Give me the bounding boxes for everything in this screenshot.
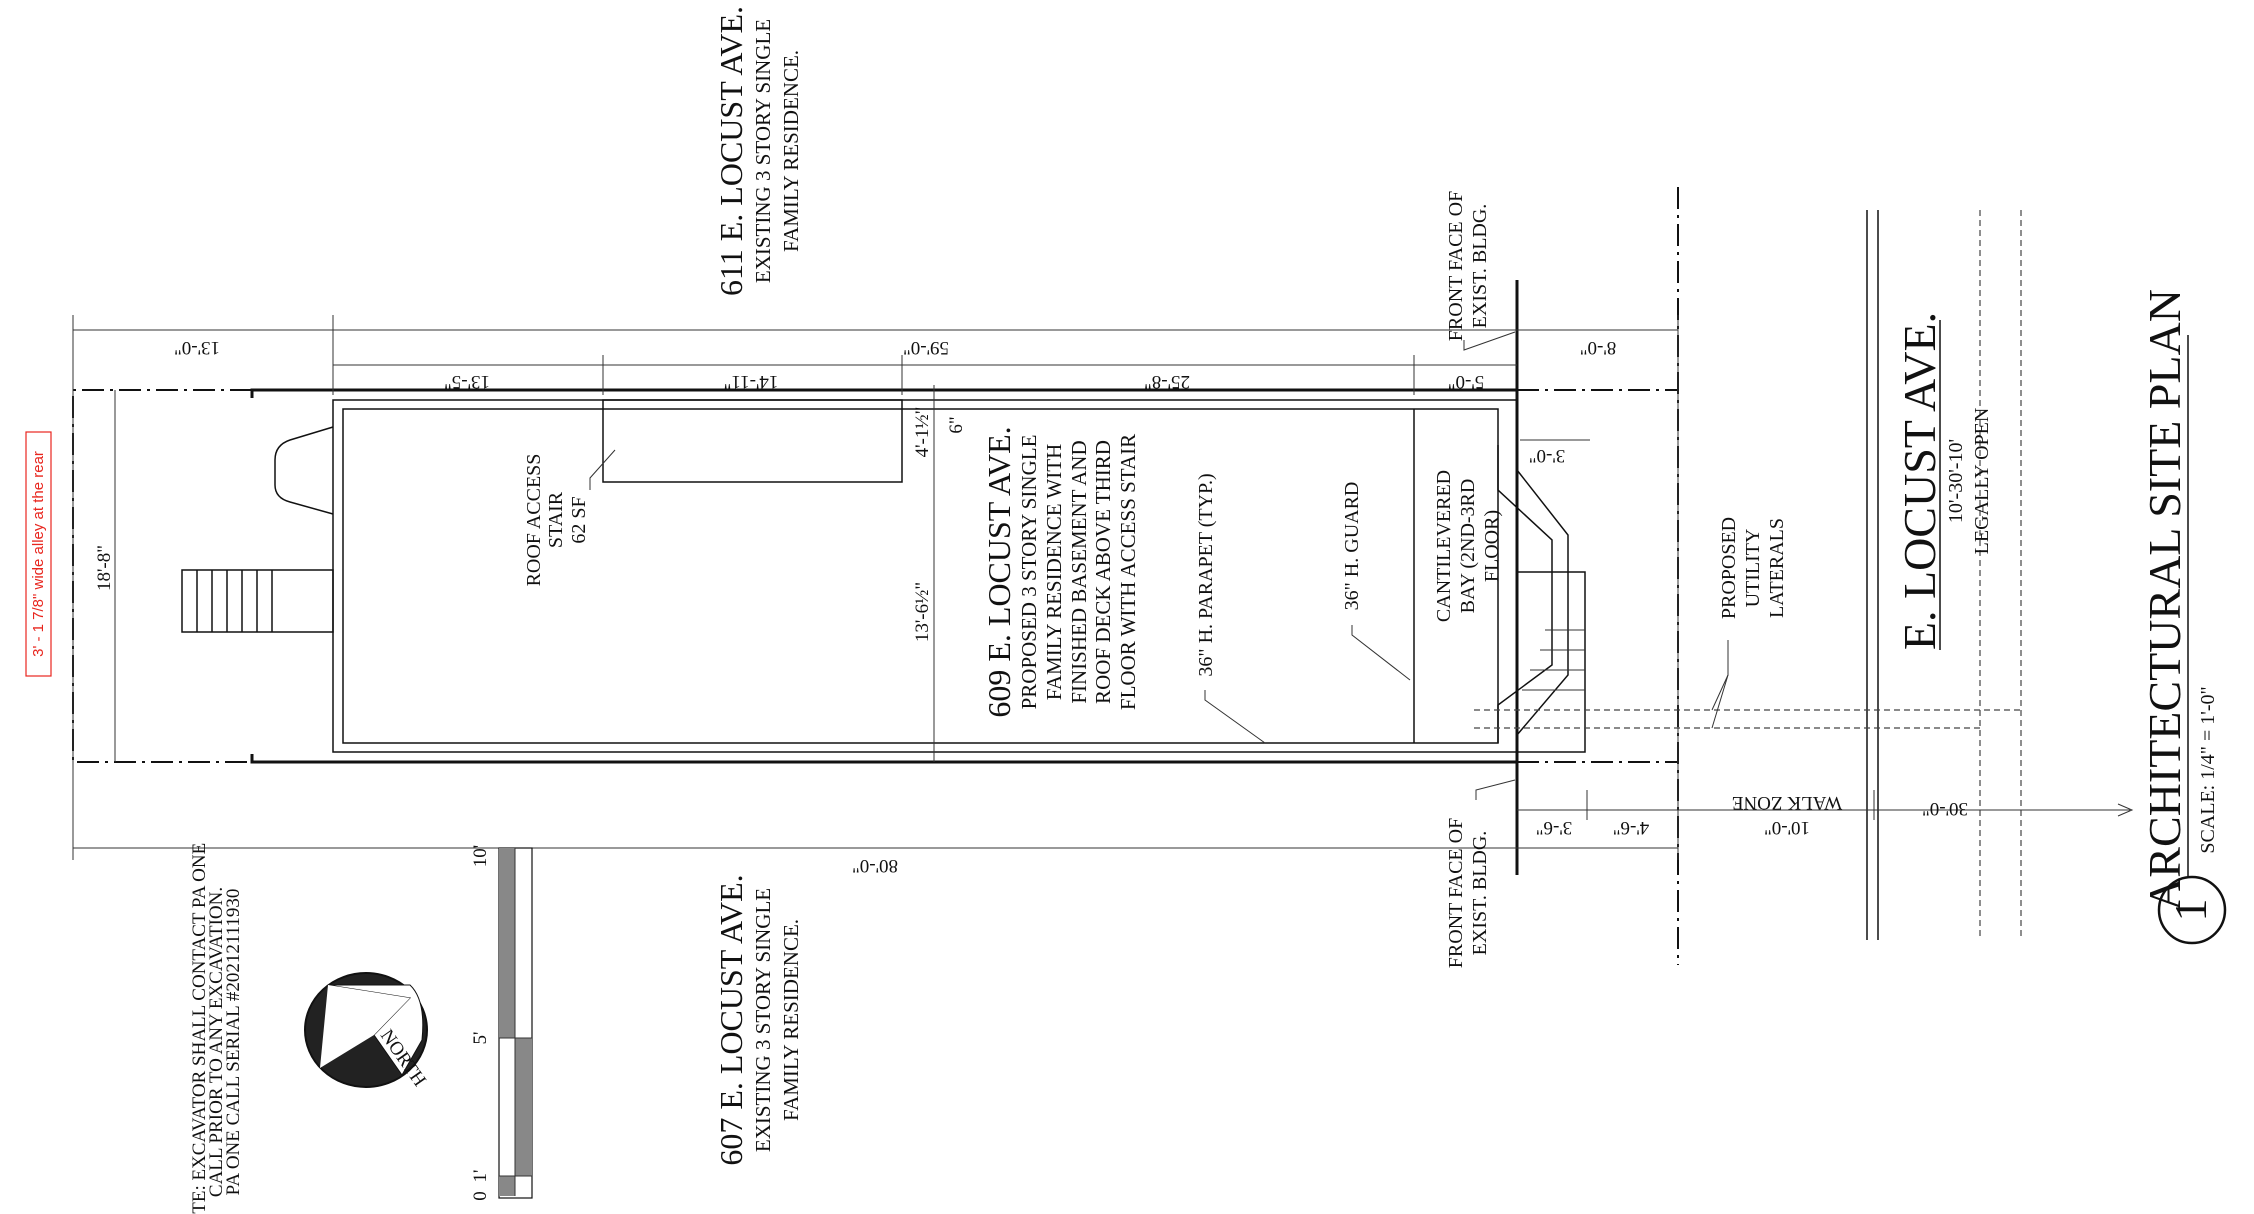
neighbor-north-line: FAMILY RESIDENCE. bbox=[779, 50, 803, 252]
subject-line: FLOOR WITH ACCESS STAIR bbox=[1116, 434, 1140, 710]
north-arrow-icon: NORTH bbox=[304, 972, 430, 1091]
drawing-title: ARCHITECTURAL SITE PLAN bbox=[2139, 289, 2190, 911]
walk-zone-label: WALK ZONE bbox=[1732, 792, 1842, 813]
street-widths: 10'-30'-10' bbox=[1945, 439, 1967, 523]
bay-label: BAY (2ND-3RD bbox=[1457, 479, 1479, 614]
dim-text: 18'-8" bbox=[94, 545, 115, 591]
neighbor-south: 607 E. LOCUST AVE. EXISTING 3 STORY SING… bbox=[713, 874, 803, 1165]
neighbor-south-line: FAMILY RESIDENCE. bbox=[779, 919, 803, 1121]
bay-label: FLOOR) bbox=[1481, 510, 1503, 582]
dim-text: 4'-6" bbox=[1613, 817, 1650, 838]
dim-text: 8'-0" bbox=[1580, 337, 1617, 358]
labels: ROOF ACCESS STAIR 62 SF 36" H. PARAPET (… bbox=[30, 191, 1788, 968]
front-face-bottom-label: EXIST. BLDG. bbox=[1469, 831, 1491, 956]
subject-title: 609 E. LOCUST AVE. bbox=[981, 426, 1017, 717]
title-block: 1 ARCHITECTURAL SITE PLAN SCALE: 1/4" = … bbox=[2139, 289, 2227, 945]
dim-text: 13'-6½" bbox=[912, 582, 933, 642]
scale-bar: 0 1' 5' 10' bbox=[470, 845, 533, 1201]
street-lines bbox=[1474, 210, 2022, 940]
alley-note: 3' - 1 7/8" wide alley at the rear bbox=[30, 451, 47, 657]
dim-text: 6" bbox=[946, 416, 967, 433]
note-line: NOTE: EXCAVATOR SHALL CONTACT PA ONE bbox=[189, 843, 210, 1214]
subject-line: FAMILY RESIDENCE WITH bbox=[1042, 444, 1066, 701]
rear-unit bbox=[274, 426, 334, 515]
front-face-bottom-label: FRONT FACE OF bbox=[1445, 818, 1467, 968]
dim-text: 3'-6" bbox=[1536, 817, 1573, 838]
neighbor-north-line: EXISTING 3 STORY SINGLE bbox=[751, 19, 775, 283]
neighbor-north-title: 611 E. LOCUST AVE. bbox=[713, 6, 749, 296]
street-name: E. LOCUST AVE. bbox=[1894, 312, 1945, 650]
dim-text: 80'-0" bbox=[852, 855, 898, 876]
building-outline bbox=[181, 280, 1586, 875]
scale-tick: 0 bbox=[470, 1191, 491, 1201]
utility-label: PROPOSED bbox=[1718, 517, 1740, 619]
roof-access-label: ROOF ACCESS bbox=[523, 454, 545, 587]
parapet-label: 36" H. PARAPET (TYP.) bbox=[1195, 473, 1217, 676]
subject-property: 609 E. LOCUST AVE. PROPOSED 3 STORY SING… bbox=[981, 426, 1140, 717]
front-face-top-label: EXIST. BLDG. bbox=[1469, 204, 1491, 329]
neighbor-south-title: 607 E. LOCUST AVE. bbox=[713, 874, 749, 1165]
note-line: PA ONE CALL SERIAL #20212111930 bbox=[223, 889, 244, 1196]
bay-label: CANTILEVERED bbox=[1433, 470, 1455, 622]
dim-text: 30'-0" bbox=[1922, 798, 1968, 819]
street-status: LEGALLY OPEN bbox=[1971, 408, 1993, 555]
roof-access-label: STAIR bbox=[545, 491, 567, 548]
drawing-number: 1 bbox=[2165, 899, 2216, 922]
dim-text: 5'-0" bbox=[1448, 371, 1485, 392]
rear-stairs bbox=[181, 569, 334, 633]
front-steps bbox=[1516, 571, 1586, 753]
roof-access-label: 62 SF bbox=[568, 496, 590, 543]
utility-label: LATERALS bbox=[1766, 518, 1788, 618]
street-label: E. LOCUST AVE. 10'-30'-10' LEGALLY OPEN bbox=[1894, 312, 1993, 650]
guard-label: 36" H. GUARD bbox=[1341, 482, 1363, 611]
neighbor-north: 611 E. LOCUST AVE. EXISTING 3 STORY SING… bbox=[713, 6, 803, 296]
dim-text: 3'-0" bbox=[1529, 445, 1566, 466]
utility-label: UTILITY bbox=[1742, 529, 1764, 608]
drawing-scale: SCALE: 1/4" = 1'-0" bbox=[2197, 686, 2219, 853]
subject-line: PROPOSED 3 STORY SINGLE bbox=[1017, 435, 1041, 710]
dim-text: 10'-0" bbox=[1764, 817, 1810, 838]
dimension-lines bbox=[72, 315, 2134, 860]
front-face-top-label: FRONT FACE OF bbox=[1445, 191, 1467, 341]
dim-text: 13'-0" bbox=[174, 337, 220, 358]
subject-line: ROOF DECK ABOVE THIRD bbox=[1091, 440, 1115, 704]
scale-tick: 1' bbox=[470, 1170, 491, 1183]
roof-access-stair bbox=[602, 399, 903, 483]
dim-text: 4'-1½" bbox=[912, 407, 933, 458]
dim-text: 13'-5" bbox=[444, 371, 490, 392]
cantilevered-bay bbox=[1497, 445, 1553, 743]
neighbor-south-line: EXISTING 3 STORY SINGLE bbox=[751, 888, 775, 1152]
excavation-note: NOTE: EXCAVATOR SHALL CONTACT PA ONE CAL… bbox=[189, 843, 244, 1214]
scale-tick: 5' bbox=[470, 1032, 491, 1045]
note-line: CALL PRIOR TO ANY EXCAVATION. bbox=[206, 887, 227, 1197]
scale-tick: 10' bbox=[470, 845, 491, 867]
dim-text: 25'-8" bbox=[1144, 371, 1190, 392]
alley-note-box bbox=[25, 431, 52, 677]
dimension-texts: 13'-0" 59'-0" 8'-0" 13'-5" 14'-11" 25'-8… bbox=[94, 337, 1968, 876]
dim-text: 59'-0" bbox=[903, 337, 949, 358]
dim-text: 14'-11" bbox=[724, 371, 779, 392]
subject-line: FINISHED BASEMENT AND bbox=[1067, 440, 1091, 703]
